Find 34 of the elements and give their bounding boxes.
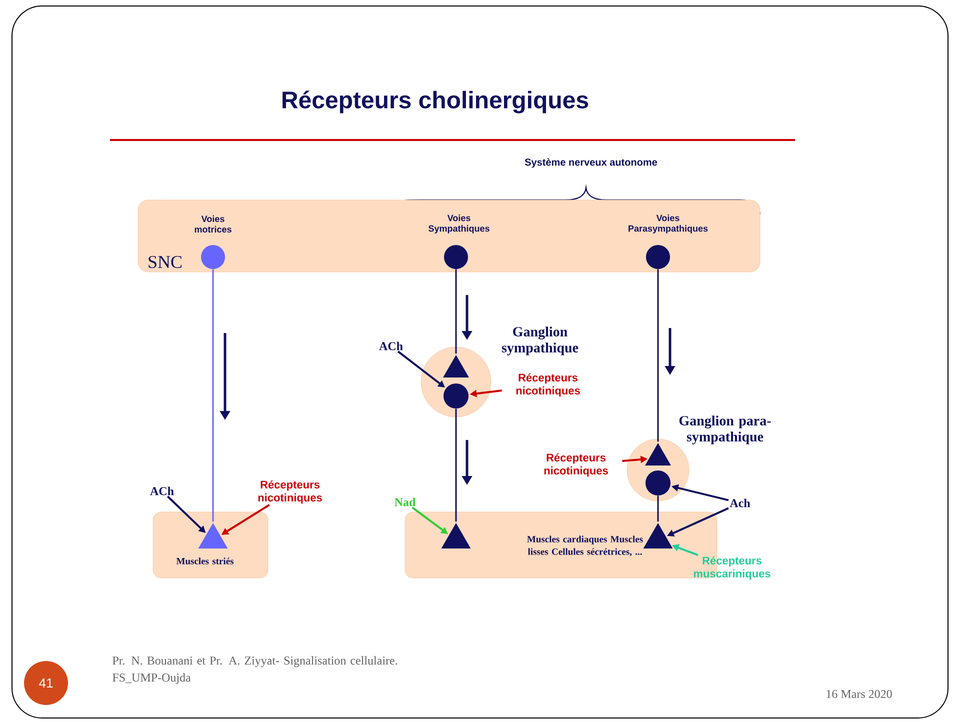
callout-label: Récepteurs nicotiniques xyxy=(516,373,580,397)
footer-text: Pr. N. Bouanani et Pr. A. Ziyyat- Signalisation cellulaire. FS_UMP-Oujda xyxy=(112,656,398,684)
receptor-terminal xyxy=(443,355,469,378)
axon-line xyxy=(212,269,214,522)
axon-line xyxy=(657,496,659,522)
ganglion-label: Ganglion sympathique xyxy=(502,326,578,356)
axon-line xyxy=(455,269,457,354)
axon-line xyxy=(657,269,659,442)
axon-line xyxy=(455,408,457,522)
pathway-label: Voies Parasympathiques xyxy=(628,214,708,234)
callout-label: ACh xyxy=(379,342,403,350)
callout-label: Récepteurs muscariniques xyxy=(694,556,770,580)
title: Récepteurs cholinergiques xyxy=(282,90,588,114)
neuron-body xyxy=(646,244,670,269)
callout-label: Récepteurs nicotiniques xyxy=(544,453,608,477)
callout-label: Ach xyxy=(730,498,750,508)
brace-label: Système nerveux autonome xyxy=(524,158,658,168)
ganglion-label: Ganglion para-sympathique xyxy=(679,416,771,444)
callout-label: ACh xyxy=(150,486,174,496)
neuron-body xyxy=(646,470,670,496)
callout-label: Nad xyxy=(394,498,416,506)
pathway-label: Voies motrices xyxy=(194,215,232,233)
receptor-terminal xyxy=(198,522,228,548)
neuron-body xyxy=(201,244,225,269)
callout-label: Récepteurs nicotiniques xyxy=(258,480,322,504)
receptor-terminal xyxy=(643,522,673,548)
footer-date: 16 Mars 2020 xyxy=(826,690,892,698)
neuron-body xyxy=(444,244,468,269)
receptor-terminal xyxy=(645,442,671,466)
neuron-body xyxy=(444,383,468,408)
target-box: Muscles striés xyxy=(152,512,268,578)
page-badge: 41 xyxy=(24,660,68,705)
receptor-terminal xyxy=(441,522,471,548)
pathway-label: Voies Sympathiques xyxy=(428,214,490,234)
